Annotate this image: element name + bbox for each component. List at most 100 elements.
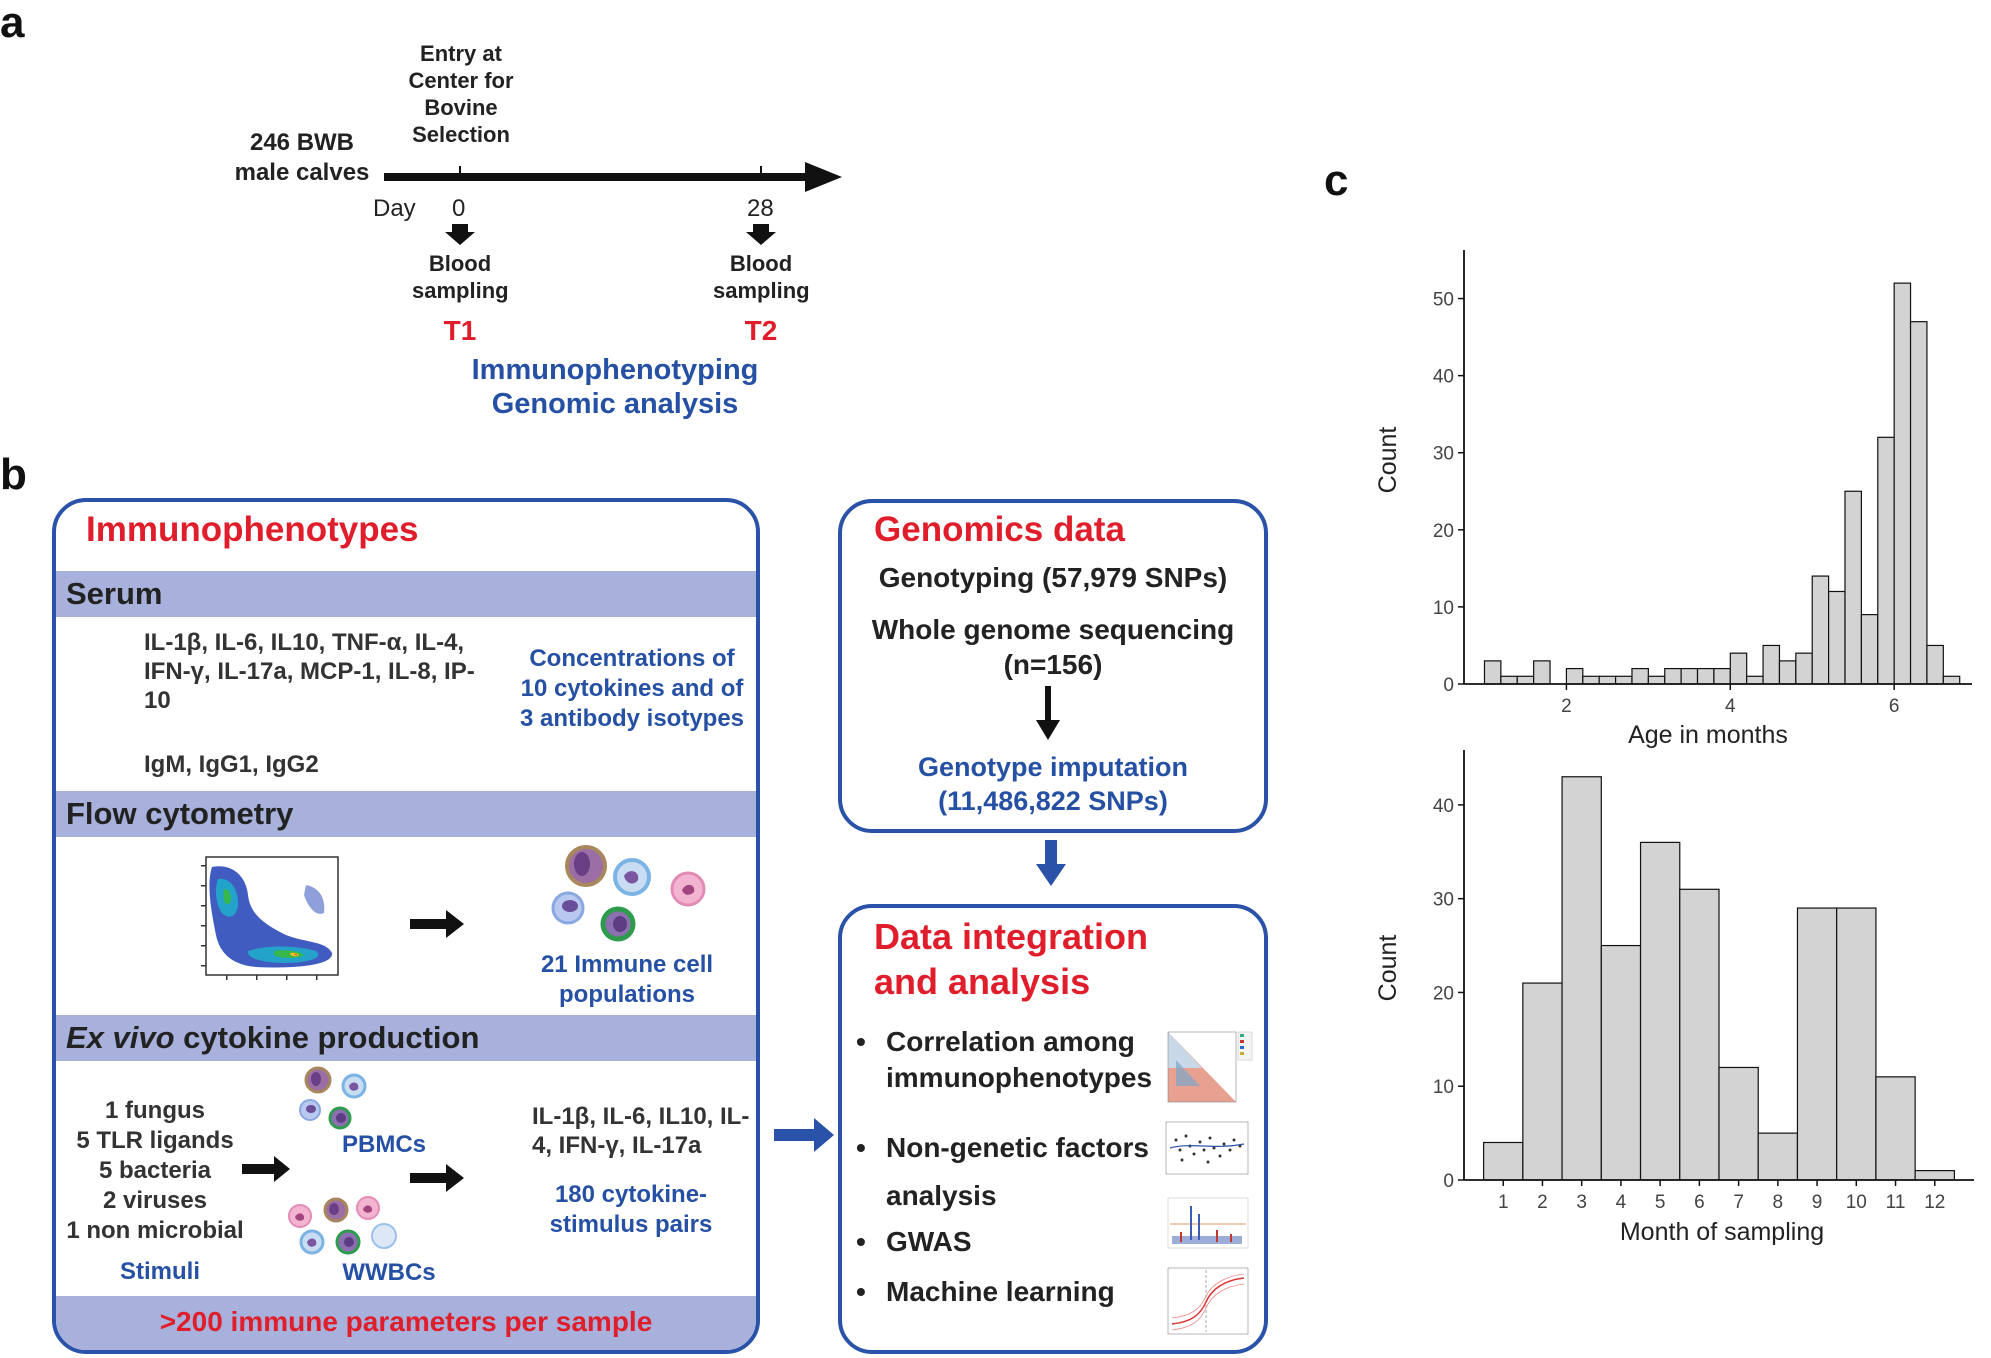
bullet-text: Machine learning [886, 1276, 1115, 1307]
x-tick-label: 5 [1655, 1192, 1666, 1213]
histogram-bar [1778, 660, 1797, 685]
histogram-bar [1796, 907, 1838, 1181]
stimuli-label: Stimuli [119, 1258, 200, 1285]
y-tick-label: 30 [1433, 890, 1454, 911]
histogram-bar [1942, 675, 1961, 685]
serum-title: Serum [66, 576, 163, 611]
chart1-ylabel: Count [1374, 427, 1402, 494]
histogram-bar [1844, 490, 1862, 685]
histogram-bar [1877, 436, 1895, 685]
histogram-bar [1664, 667, 1682, 685]
immune-cells-illustration [551, 845, 706, 942]
histogram-bar [1582, 675, 1600, 685]
stimulus-item: 5 bacteria [98, 1157, 212, 1184]
serum-band [56, 571, 756, 617]
exvivo-title-italic: Ex vivo [66, 1020, 175, 1055]
down-arrow-icon [1036, 840, 1066, 886]
panel-b-label: b [0, 450, 27, 499]
y-tick-label: 40 [1433, 367, 1454, 388]
histogram-bar [1561, 776, 1602, 1181]
stimulus-item: 2 viruses [102, 1187, 208, 1214]
y-tick-label: 50 [1433, 290, 1454, 311]
footer-band [56, 1296, 756, 1350]
day-label: Day [373, 195, 416, 222]
chart1-bars [1483, 282, 1961, 685]
wgs-text: Whole genome sequencing (n=156) [871, 614, 1235, 680]
x-tick-label: 2 [1537, 1192, 1548, 1213]
histogram-bar [1631, 667, 1649, 685]
exvivo-title-rest: cytokine production [174, 1020, 480, 1055]
y-tick-label: 10 [1433, 598, 1454, 619]
histogram-bar [1533, 660, 1551, 685]
histogram-bar [1614, 675, 1633, 685]
histogram-bar [1836, 907, 1877, 1181]
x-tick-label: 7 [1733, 1192, 1744, 1213]
histogram-bar [1598, 675, 1617, 685]
histogram-bar [1729, 652, 1748, 685]
stimulus-item: 5 TLR ligands [76, 1127, 234, 1154]
flow-cytometry-plot [201, 856, 339, 980]
x-tick-label: 9 [1812, 1192, 1823, 1213]
bullet-correlation: • Correlation among immunophenotypes [856, 1024, 1176, 1096]
bullet-text: Non-genetic factors analysis [886, 1132, 1149, 1211]
exvivo-summary: 180 cytokine-stimulus pairs [549, 1181, 713, 1238]
histogram-bar [1500, 675, 1518, 685]
x-tick-label: 3 [1576, 1192, 1587, 1213]
y-tick-label: 0 [1443, 1171, 1454, 1192]
histogram-bar [1762, 644, 1781, 685]
down-arrow-icon [746, 224, 776, 245]
pbmc-label: PBMCs [341, 1131, 426, 1158]
histogram-bar [1713, 667, 1731, 685]
imputation-text: Genotype imputation (11,486,822 SNPs) [918, 752, 1188, 816]
integration-title: Data integration and analysis [874, 916, 1149, 1002]
chart1-xlabel: Age in months [1628, 721, 1788, 749]
bullet-nongenetic: • Non-genetic factors analysis [856, 1124, 1176, 1220]
chart2-xlabel: Month of sampling [1620, 1218, 1824, 1246]
histogram-bar [1600, 944, 1642, 1181]
histogram-bar [1909, 321, 1928, 685]
x-tick-label: 6 [1694, 1192, 1705, 1213]
correlation-heatmap-thumbnail [1167, 1031, 1253, 1103]
histogram-bar [1757, 1132, 1799, 1181]
x-tick-label: 6 [1889, 696, 1900, 717]
day28-label: 28 [747, 195, 774, 222]
right-arrow-icon [410, 1164, 464, 1192]
histogram-bar [1483, 660, 1502, 685]
y-tick-label: 20 [1433, 521, 1454, 542]
x-tick-label: 11 [1886, 1192, 1906, 1213]
bullet-text: Correlation among immunophenotypes [886, 1026, 1153, 1093]
day0-label: 0 [452, 195, 466, 222]
panel-a-label: a [0, 0, 25, 47]
right-arrow-icon [242, 1156, 290, 1182]
entry-label: Entry at Center for Bovine Selection [408, 41, 514, 147]
x-tick-label: 1 [1498, 1192, 1509, 1213]
x-tick-label: 4 [1616, 1192, 1627, 1213]
stimulus-item: 1 non microbial [66, 1217, 244, 1244]
histogram-bar [1680, 667, 1699, 685]
histogram-bar [1565, 667, 1584, 685]
histogram-bar [1696, 667, 1715, 685]
genomic-analysis-label: Genomic analysis [491, 388, 739, 420]
genotyping-text: Genotyping (57,979 SNPs) [878, 562, 1228, 593]
x-tick-label: 2 [1561, 696, 1572, 717]
serum-antibodies: IgM, IgG1, IgG2 [144, 751, 319, 778]
histogram-bar [1893, 282, 1912, 685]
panel-c-label: c [1324, 156, 1349, 205]
histogram-bar [1860, 614, 1879, 685]
histogram-bar [1914, 1170, 1955, 1181]
wwbc-label: WWBCs [342, 1259, 436, 1286]
histogram-bar [1522, 982, 1563, 1181]
histogram-bar [1679, 888, 1720, 1181]
chart2-ylabel: Count [1374, 935, 1402, 1002]
footer-summary: >200 immune parameters per sample [159, 1306, 653, 1337]
ml-curve-thumbnail [1167, 1267, 1249, 1335]
exvivo-title: Ex vivo cytokine production [66, 1020, 479, 1056]
genomics-title: Genomics data [874, 510, 1125, 549]
timeline-arrow [384, 162, 842, 192]
stimuli-list: 1 fungus 5 TLR ligands 5 bacteria 2 viru… [62, 1096, 248, 1246]
blood-sampling-t1: Blood sampling [412, 251, 509, 303]
serum-summary: Concentrations of 10 cytokines and of 3 … [519, 645, 745, 732]
